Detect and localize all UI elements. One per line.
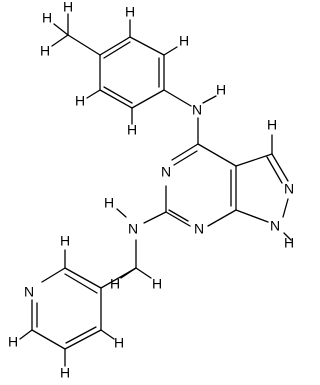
bond-ring	[235, 209, 269, 223]
atom-h-ch2-left: H	[110, 276, 120, 292]
bond-n-h	[116, 208, 127, 218]
bond-ring	[31, 329, 66, 350]
atom-n-pyrimidine-left: N	[161, 164, 171, 180]
bond-methyl-h	[53, 23, 69, 36]
atom-h-tol-top-left: H	[125, 4, 135, 20]
bond-ring	[129, 36, 165, 56]
bond-ring	[282, 198, 289, 218]
atom-n-pyrazole-nh: N	[270, 218, 280, 234]
bond-ring	[99, 36, 131, 56]
atom-h-tol-top-right: H	[179, 33, 189, 49]
atom-h-methyl-top: H	[63, 0, 73, 15]
bond-ring	[41, 267, 66, 283]
bond-ring	[64, 267, 102, 289]
atom-h-tol-bottom-right: H	[127, 122, 137, 138]
bond-pyrazole-nh-h	[283, 232, 292, 241]
bond-ring-h	[163, 46, 178, 56]
bond-ring-double	[64, 273, 98, 294]
atom-n-amine: N	[128, 221, 138, 237]
bond-n-h	[202, 95, 217, 104]
atom-h-pyrazole-ch: H	[267, 117, 277, 133]
atom-h-pyr-left: H	[8, 334, 18, 350]
bond-ring-double	[266, 156, 283, 184]
atom-n-pyrimidine-bottom: N	[194, 221, 204, 237]
bond-ring	[197, 143, 237, 167]
atom-h-methyl-left: H	[42, 10, 52, 26]
atom-h-pyr-bottom: H	[60, 365, 70, 381]
bond-ring	[99, 89, 133, 109]
atom-h-aniline: H	[216, 82, 226, 98]
bond-methyl	[67, 34, 101, 56]
bond-ch2-ring	[100, 267, 137, 289]
bond-ring-h	[86, 89, 101, 99]
bonds	[19, 13, 292, 367]
bond-ring-h	[100, 329, 115, 340]
bond-ring-double	[103, 86, 133, 104]
atom-h-ch2-right: H	[152, 276, 162, 292]
atom-h-pyr-right: H	[114, 335, 124, 351]
bond-ring-double	[173, 150, 198, 166]
bond-ring	[235, 153, 273, 167]
molecule-diagram: N H N H N N N N H H N H H H H H H H H H …	[8, 0, 294, 381]
bond-ring	[171, 143, 199, 161]
atom-h-tol-bottom-left: H	[75, 93, 85, 109]
atom-h-methyl-right: H	[40, 43, 50, 59]
bond-aryl-n	[163, 89, 192, 107]
bond-ring-double	[271, 153, 289, 182]
bond-ch2-h	[135, 267, 152, 279]
atom-labels: N H N H N N N N H H N H H H H H H H H H …	[8, 0, 294, 381]
atom-n-pyridine: N	[24, 284, 34, 300]
bond-ring-double	[65, 326, 97, 344]
atom-h-amine: H	[104, 195, 114, 211]
atom-n-aniline: N	[192, 102, 202, 118]
bond-ring	[131, 89, 165, 109]
atom-h-pyrazole-nh: H	[284, 235, 294, 251]
bond-ring	[207, 209, 237, 227]
bond-methyl-h	[51, 34, 69, 47]
bond-ring	[165, 211, 191, 227]
bond-ring-double	[168, 209, 189, 222]
bond-ring-double	[103, 41, 131, 59]
bond-ring	[64, 329, 102, 350]
bond-ring-h	[19, 329, 33, 340]
atom-h-pyr-top: H	[60, 233, 70, 249]
atom-n-pyrazole: N	[284, 181, 294, 197]
bond-c2-n	[143, 211, 167, 224]
